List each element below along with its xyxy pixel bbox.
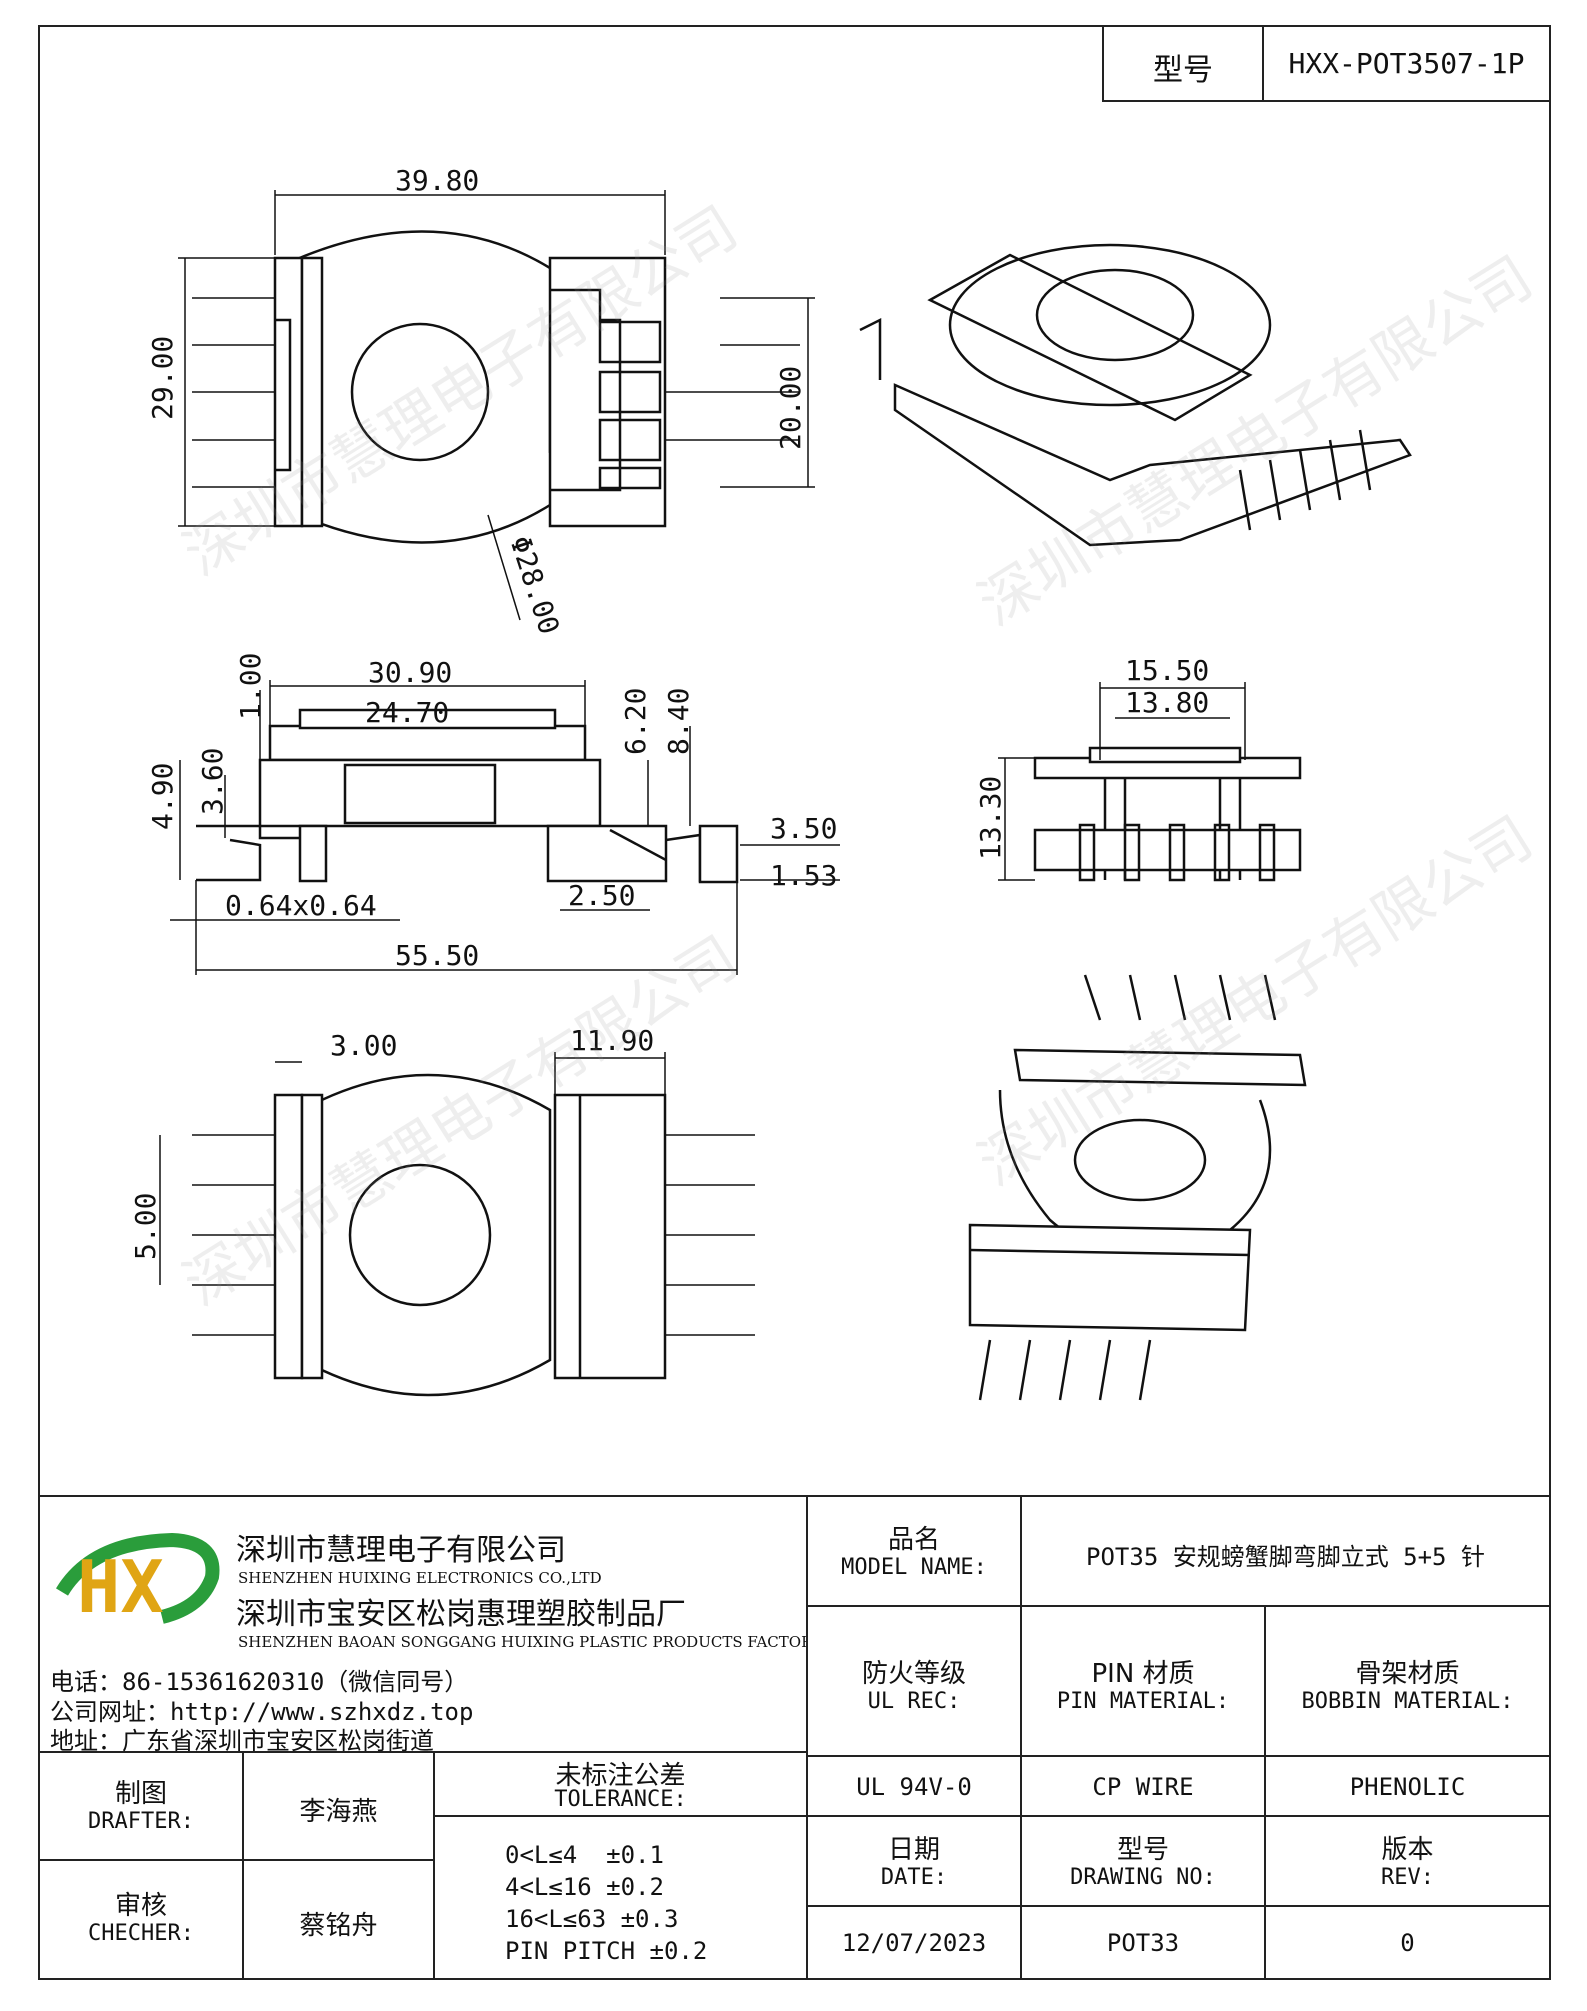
dim-N: 3.00 [330, 1029, 397, 1062]
factory-cn: 深圳市宝安区松岗惠理塑胶制品厂 [236, 1597, 686, 1632]
tolerance-line: 4<L≤16 ±0.2 [505, 1873, 664, 1901]
dim-A: 39.80 [395, 164, 479, 197]
side-view: 30.90 24.70 1.00 6.20 8.40 4.90 3.60 3.5… [146, 653, 840, 975]
drawing-value-cell: POT33 [1020, 1905, 1266, 1980]
dim-B: 29.00 [146, 336, 179, 420]
factory-en: SHENZHEN BAOAN SONGGANG HUIXING PLASTIC … [238, 1633, 822, 1651]
dim-G: 8.40 [662, 688, 695, 755]
company-name-cn: 深圳市慧理电子有限公司 [236, 1533, 566, 1568]
company-block: HX 深圳市慧理电子有限公司 SHENZHEN HUIXING ELECTRON… [38, 1495, 822, 1755]
model-value: HXX-POT3507-1P [1288, 47, 1525, 80]
drawing-label-cell: 型号 DRAWING NO: [1020, 1815, 1266, 1907]
rev-label-cell: 版本 REV: [1264, 1815, 1551, 1907]
model-name-value: POT35 安规螃蟹脚弯脚立式 5+5 针 [1086, 1543, 1485, 1571]
tolerance-cn: 未标注公差 [555, 1761, 686, 1791]
dim-pin-offset: 3.50 [770, 812, 837, 845]
ul-cn: 防火等级 [861, 1659, 966, 1689]
ul-value: UL 94V-0 [856, 1773, 972, 1801]
checker-en: CHECHER: [88, 1921, 194, 1946]
pin-en: PIN MATERIAL: [1056, 1689, 1230, 1714]
model-name-label-cell: 品名 MODEL NAME: [806, 1495, 1022, 1607]
model-header: 型号 HXX-POT3507-1P [1102, 25, 1551, 102]
date-en: DATE: [880, 1865, 948, 1890]
drafter-value-cell: 李海燕 [242, 1751, 435, 1861]
dim-C: 20.00 [774, 366, 807, 450]
dim-P: 5.00 [129, 1193, 162, 1260]
model-name-cn: 品名 [887, 1525, 940, 1555]
end-view: 15.50 13.80 13.30 [974, 654, 1302, 882]
technical-drawing: .l{stroke:#111;stroke-width:2.5;fill:non… [129, 164, 1412, 1401]
rev-value-cell: 0 [1264, 1905, 1551, 1980]
tolerance-en: TOLERANCE: [554, 1787, 687, 1812]
model-name-value-cell: POT35 安规螃蟹脚弯脚立式 5+5 针 [1020, 1495, 1551, 1607]
dim-I: 0.64x0.64 [225, 889, 377, 922]
drafter-cn: 制图 [114, 1779, 167, 1809]
date-value: 12/07/2023 [841, 1929, 987, 1957]
date-cn: 日期 [887, 1835, 940, 1865]
dim-E-inner: 24.70 [365, 696, 449, 729]
dim-D: Φ28.00 [503, 532, 566, 638]
company-address: 地址：广东省深圳市宝安区松岗街道 [50, 1727, 434, 1755]
dim-pin-offset2: 1.53 [770, 859, 837, 892]
rev-value: 0 [1400, 1929, 1415, 1957]
bobbin-cn: 骨架材质 [1355, 1659, 1460, 1689]
bobbin-value: PHENOLIC [1349, 1773, 1466, 1801]
tolerance-line: PIN PITCH ±0.2 [505, 1937, 708, 1965]
bobbin-en: BOBBIN MATERIAL: [1301, 1689, 1514, 1714]
company-website[interactable]: 公司网址：http://www.szhxdz.top [50, 1698, 474, 1726]
drawing-cn: 型号 [1116, 1835, 1169, 1865]
checker-cn: 审核 [114, 1891, 167, 1921]
dim-H-inner: 3.60 [196, 748, 229, 815]
checker-label-cell: 审核 CHECHER: [38, 1859, 244, 1980]
pin-label-cell: PIN 材质 PIN MATERIAL: [1020, 1605, 1266, 1757]
drafter-en: DRAFTER: [88, 1809, 194, 1834]
bobbin-value-cell: PHENOLIC [1264, 1755, 1551, 1817]
ul-value-cell: UL 94V-0 [806, 1755, 1022, 1817]
pin-value: CP WIRE [1092, 1773, 1194, 1801]
dim-L: 15.50 [1125, 654, 1209, 687]
drafter-value: 李海燕 [299, 1797, 378, 1827]
pin-cn: PIN 材质 [1091, 1659, 1195, 1689]
bottom-view: 3.00 11.90 5.00 [129, 1024, 755, 1397]
drawing-en: DRAWING NO: [1070, 1865, 1216, 1890]
tolerance-label-cell: 未标注公差 TOLERANCE: [433, 1751, 808, 1817]
dim-M: 13.80 [1125, 686, 1209, 719]
rev-en: REV: [1381, 1865, 1434, 1890]
company-name-en: SHENZHEN HUIXING ELECTRONICS CO.,LTD [238, 1569, 602, 1587]
dim-top-offset: 1.00 [234, 653, 267, 720]
rev-cn: 版本 [1381, 1835, 1434, 1865]
tolerance-line: 0<L≤4 ±0.1 [505, 1841, 664, 1869]
pin-value-cell: CP WIRE [1020, 1755, 1266, 1817]
bobbin-label-cell: 骨架材质 BOBBIN MATERIAL: [1264, 1605, 1551, 1757]
isometric-view-top [859, 243, 1412, 547]
tolerance-values-cell: 0<L≤4 ±0.1 4<L≤16 ±0.2 16<L≤63 ±0.3 PIN … [433, 1815, 808, 1980]
company-phone: 电话：86-15361620310（微信同号） [50, 1668, 469, 1696]
model-name-en: MODEL NAME: [841, 1555, 987, 1580]
tolerance-line: 16<L≤63 ±0.3 [505, 1905, 679, 1933]
drawing-value: POT33 [1106, 1929, 1180, 1957]
dim-base: 2.50 [568, 879, 635, 912]
dim-K: 13.30 [974, 776, 1007, 860]
dim-O: 11.90 [570, 1024, 654, 1057]
ul-label-cell: 防火等级 UL REC: [806, 1605, 1022, 1757]
date-value-cell: 12/07/2023 [806, 1905, 1022, 1980]
dim-F: 6.20 [619, 688, 652, 755]
top-view: 39.80 29.00 20.00 Φ28.00 [146, 164, 815, 638]
dim-E: 30.90 [368, 656, 452, 689]
date-label-cell: 日期 DATE: [806, 1815, 1022, 1907]
company-logo: HX [52, 1522, 222, 1637]
dim-H: 4.90 [146, 763, 179, 830]
checker-value: 蔡铭舟 [299, 1911, 378, 1941]
drafter-label-cell: 制图 DRAFTER: [38, 1751, 244, 1861]
checker-value-cell: 蔡铭舟 [242, 1859, 435, 1980]
ul-en: UL REC: [867, 1689, 961, 1714]
isometric-view-bottom [968, 974, 1307, 1401]
logo-text: HX [77, 1545, 164, 1629]
model-label: 型号 [1153, 53, 1213, 88]
dim-J: 55.50 [395, 939, 479, 972]
